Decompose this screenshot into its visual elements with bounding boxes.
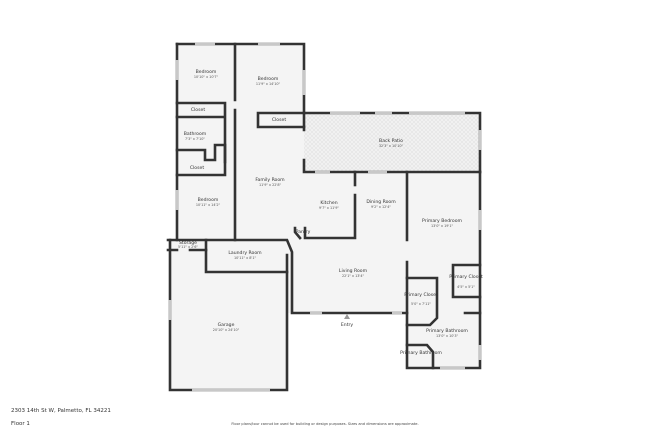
svg-text:Bedroom: Bedroom <box>258 76 279 82</box>
svg-text:Dining Room: Dining Room <box>366 199 396 205</box>
floor-label: Floor 1 <box>11 421 30 427</box>
svg-text:Bedroom: Bedroom <box>196 69 217 75</box>
svg-text:Closet: Closet <box>191 107 206 113</box>
address: 2303 14th St W, Palmetto, FL 34221 <box>11 408 111 414</box>
room-label-primary-bathroom-2: Primary Bathroom <box>400 350 442 356</box>
entry-arrow-icon <box>344 314 350 319</box>
svg-text:13'0" x 10'3": 13'0" x 10'3" <box>436 334 459 338</box>
windows <box>168 42 482 392</box>
svg-text:10'11" x 8'1": 10'11" x 8'1" <box>234 256 257 260</box>
svg-text:Pantry: Pantry <box>296 229 311 235</box>
svg-text:11'9" x 14'10": 11'9" x 14'10" <box>256 82 281 86</box>
svg-text:Primary Bathroom: Primary Bathroom <box>426 328 468 334</box>
svg-text:Primary Closet: Primary Closet <box>449 274 483 280</box>
room-floors <box>170 44 480 390</box>
svg-text:Bedroom: Bedroom <box>198 197 219 203</box>
room-label-primary-closet-1: Primary Closet 4'5" x 5'1" <box>449 274 483 289</box>
svg-text:11'9" x 22'8": 11'9" x 22'8" <box>259 183 282 187</box>
svg-text:Family Room: Family Room <box>255 177 285 183</box>
svg-text:Laundry Room: Laundry Room <box>228 250 262 256</box>
room-label-closet-3: Closet <box>190 165 205 171</box>
svg-text:5'0" x 7'11": 5'0" x 7'11" <box>411 302 431 306</box>
svg-text:Garage: Garage <box>218 322 235 328</box>
svg-text:Primary Bedroom: Primary Bedroom <box>422 218 463 224</box>
room-label-primary-closet-2: Primary Closet 5'0" x 7'11" <box>404 292 438 306</box>
svg-text:9'7" x 11'9": 9'7" x 11'9" <box>319 206 339 210</box>
svg-text:Back Patio: Back Patio <box>379 138 403 144</box>
svg-text:10'10" x 10'7": 10'10" x 10'7" <box>194 75 219 79</box>
back-patio-hatch <box>304 113 480 172</box>
disclaimer: Floor plans/tour cannot be used for buil… <box>231 422 419 426</box>
entry-label: Entry <box>341 322 354 328</box>
svg-text:7'3" x 7'10": 7'3" x 7'10" <box>185 137 205 141</box>
svg-text:5'11" x 2'6": 5'11" x 2'6" <box>178 245 198 249</box>
svg-text:Kitchen: Kitchen <box>320 200 337 206</box>
svg-text:4'5" x 5'1": 4'5" x 5'1" <box>457 285 475 289</box>
svg-text:20'10" x 24'10": 20'10" x 24'10" <box>213 328 240 332</box>
svg-text:10'11" x 14'2": 10'11" x 14'2" <box>196 203 221 207</box>
svg-text:Closet: Closet <box>190 165 205 171</box>
svg-text:Living Room: Living Room <box>339 268 368 274</box>
svg-text:Storage: Storage <box>179 240 197 246</box>
svg-text:Primary Bathroom: Primary Bathroom <box>400 350 442 356</box>
svg-text:Closet: Closet <box>272 117 287 123</box>
room-label-closet-2: Closet <box>272 117 287 123</box>
room-label-closet-1: Closet <box>191 107 206 113</box>
svg-text:Bathroom: Bathroom <box>184 131 207 137</box>
svg-text:13'0" x 19'1": 13'0" x 19'1" <box>431 224 454 228</box>
svg-text:Primary Closet: Primary Closet <box>404 292 438 298</box>
svg-text:32'3" x 10'10": 32'3" x 10'10" <box>379 144 404 148</box>
room-label-pantry: Pantry <box>296 229 311 235</box>
svg-text:9'2" x 12'4": 9'2" x 12'4" <box>371 205 391 209</box>
svg-text:22'1" x 13'4": 22'1" x 13'4" <box>342 274 365 278</box>
